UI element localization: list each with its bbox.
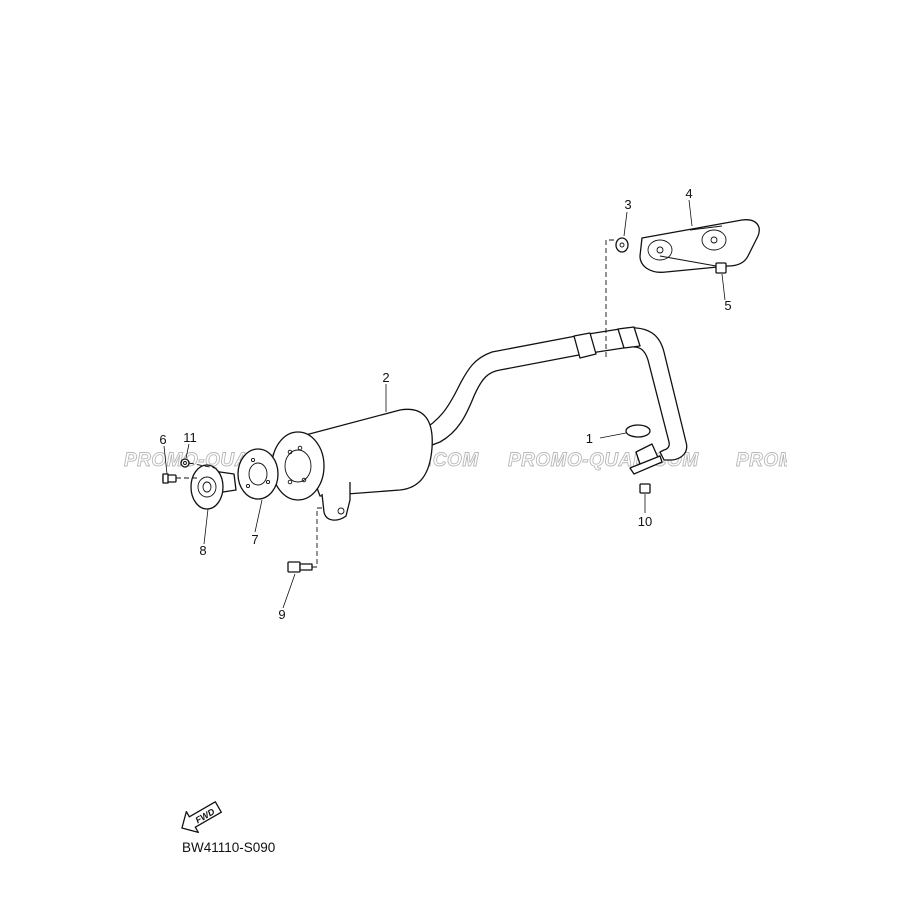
leader-lines bbox=[163, 199, 726, 609]
heat-protector bbox=[639, 219, 760, 273]
callout-6: 6 bbox=[159, 432, 166, 447]
callout-1: 1 bbox=[586, 431, 593, 446]
header-flange bbox=[629, 443, 663, 475]
nut-10 bbox=[639, 483, 651, 494]
callout-7: 7 bbox=[251, 532, 258, 547]
callout-3: 3 bbox=[624, 197, 631, 212]
gasket-1 bbox=[625, 424, 651, 438]
diagram-code: BW41110-S090 bbox=[182, 840, 275, 855]
callout-11: 11 bbox=[183, 430, 197, 445]
callout-5: 5 bbox=[724, 298, 731, 313]
bolt-9 bbox=[287, 561, 313, 573]
damper-3 bbox=[615, 237, 629, 253]
callout-2: 2 bbox=[382, 370, 389, 385]
bolt-5 bbox=[659, 255, 727, 274]
assembly-line bbox=[605, 239, 614, 358]
muffler bbox=[271, 408, 433, 521]
washer-11 bbox=[180, 458, 190, 468]
assembly-line bbox=[312, 507, 324, 568]
fwd-arrow-icon: FWD bbox=[181, 801, 222, 834]
tail-cap bbox=[190, 464, 237, 510]
callout-10: 10 bbox=[638, 514, 652, 529]
callout-9: 9 bbox=[278, 607, 285, 622]
callout-labels: 1 2 3 4 5 6 7 8 9 10 11 bbox=[159, 186, 731, 622]
bolt-6 bbox=[162, 473, 177, 484]
exhaust-pipe bbox=[419, 326, 688, 461]
callout-4: 4 bbox=[685, 186, 692, 201]
gasket bbox=[237, 448, 279, 500]
assembly-line bbox=[188, 462, 216, 469]
watermark-clipped: PROMO-QUAD.COM bbox=[736, 450, 913, 472]
callout-8: 8 bbox=[199, 543, 206, 558]
watermark-text: PROMO-QUAD.COM bbox=[736, 450, 913, 471]
